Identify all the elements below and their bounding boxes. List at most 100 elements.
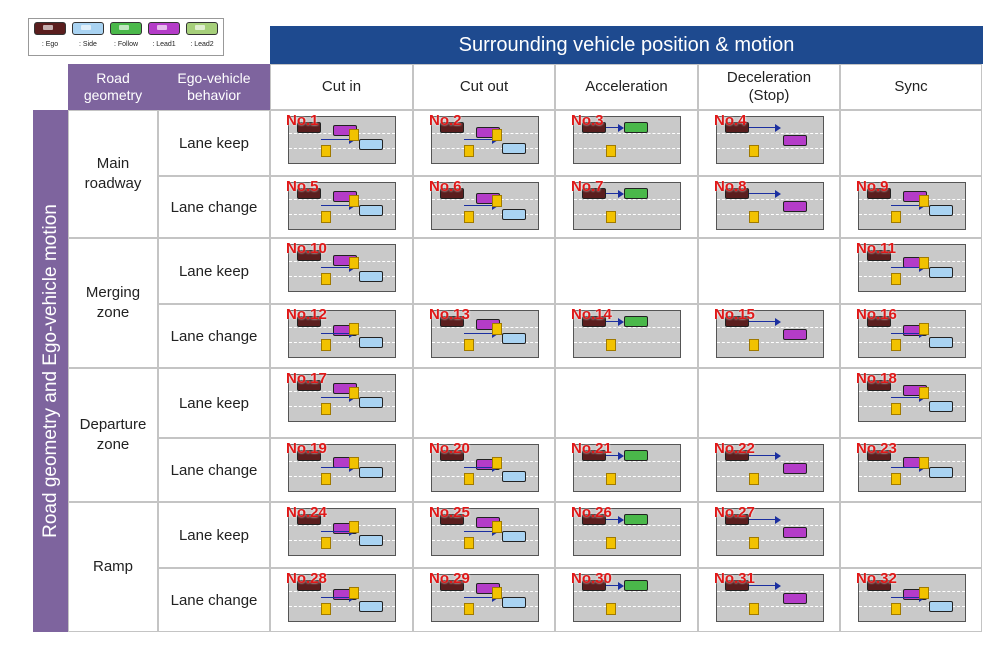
scenario-cell [555,502,698,568]
behavior-lane-change: Lane change [158,304,270,368]
vehicle-icon [297,580,321,591]
lateral-motion-arrow-icon [321,145,331,157]
scenario-cell [555,304,698,368]
lane-marking [432,214,538,215]
lateral-motion-arrow-icon [492,587,502,599]
vehicle-icon [582,580,606,591]
lead2-car-icon [186,22,218,35]
vehicle-icon [725,450,749,461]
trajectory-arrow-icon [606,515,624,524]
trajectory-arrow-icon [464,329,498,338]
scenario-diagram [431,310,539,358]
lane-marking [717,476,823,477]
scenario-number-label: No.8 [714,178,747,195]
vehicle-icon [783,135,807,146]
lateral-motion-arrow-icon [349,457,359,469]
scenario-cell [270,176,413,238]
scenario-cell [840,502,982,568]
lane-marking [717,148,823,149]
vehicle-icon [867,380,891,391]
trajectory-arrow-icon [749,317,781,326]
scenario-diagram [288,244,396,292]
trajectory-arrow-icon [891,463,925,472]
trajectory-arrow-icon [464,135,498,144]
vehicle-icon [440,514,464,525]
legend-item-lead1: : Lead1 [145,22,183,48]
scenario-number-label: No.23 [856,440,897,457]
vehicle-icon [359,601,383,612]
lane-marking [574,606,680,607]
scenario-diagram [858,310,966,358]
lane-marking [717,199,823,200]
vehicle-icon [624,122,648,133]
lane-marking [859,476,965,477]
scenario-cell [555,110,698,176]
vehicle-icon [582,450,606,461]
vehicle-icon [624,514,648,525]
scenario-diagram [573,508,681,556]
lateral-motion-arrow-icon [464,145,474,157]
vehicle-icon [624,580,648,591]
scenario-diagram [716,508,824,556]
lateral-motion-arrow-icon [349,387,359,399]
scenario-cell [698,238,840,304]
lane-marking [289,342,395,343]
scenario-number-label: No.18 [856,370,897,387]
vehicle-icon [624,316,648,327]
lane-marking [574,133,680,134]
trajectory-arrow-icon [321,527,355,536]
geometry-ramp: Ramp [68,502,158,632]
vehicle-icon [624,450,648,461]
trajectory-arrow-icon [464,527,498,536]
scenario-number-label: No.29 [429,570,470,587]
vehicle-icon [297,250,321,261]
legend-label: : Lead2 [190,41,214,48]
vehicle-icon [725,188,749,199]
scenario-diagram [288,374,396,422]
scenario-number-label: No.22 [714,440,755,457]
legend-item-ego: : Ego [31,22,69,48]
trajectory-arrow-icon [321,463,355,472]
ego-car-icon [34,22,66,35]
lane-marking [859,342,965,343]
behavior-lane-keep: Lane keep [158,368,270,438]
lane-marking [432,148,538,149]
scenario-diagram [716,182,824,230]
lateral-motion-arrow-icon [606,603,616,615]
vehicle-icon [582,514,606,525]
vehicle-icon [725,514,749,525]
legend-item-lead2: : Lead2 [183,22,221,48]
trajectory-arrow-icon [749,581,781,590]
scenario-diagram [858,244,966,292]
scenario-cell [840,438,982,502]
scenario-cell [413,238,555,304]
lane-marking [717,214,823,215]
lane-marking [717,133,823,134]
scenario-cell [413,438,555,502]
lane-marking [289,476,395,477]
scenario-cell [413,368,555,438]
vehicle-icon [359,271,383,282]
scenario-cell [698,438,840,502]
lateral-motion-arrow-icon [464,339,474,351]
scenario-diagram [431,444,539,492]
lateral-motion-arrow-icon [919,323,929,335]
scenario-number-label: No.13 [429,306,470,323]
lateral-motion-arrow-icon [321,403,331,415]
scenario-number-label: No.5 [286,178,319,195]
scenario-diagram [431,116,539,164]
scenario-cell [270,304,413,368]
trajectory-arrow-icon [606,581,624,590]
scenario-cell [840,368,982,438]
trajectory-arrow-icon [321,593,355,602]
lateral-motion-arrow-icon [749,211,759,223]
vehicle-icon [297,316,321,327]
follow-car-icon [110,22,142,35]
scenario-diagram [858,182,966,230]
scenario-cell [698,176,840,238]
scenario-diagram [288,182,396,230]
lateral-motion-arrow-icon [349,195,359,207]
lane-marking [574,327,680,328]
vehicle-icon [624,188,648,199]
trajectory-arrow-icon [606,317,624,326]
